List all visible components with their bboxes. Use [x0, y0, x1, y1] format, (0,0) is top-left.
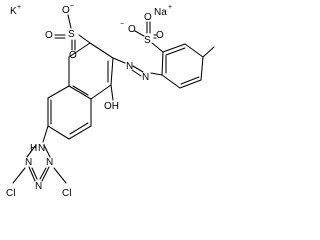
hydroxyl-label: OH — [104, 101, 119, 112]
sulfonate-2-o-a: O — [144, 12, 152, 23]
potassium-cation: K + — [10, 4, 21, 17]
sulfonate-1-o-b: O — [69, 50, 77, 61]
azo-group: N N — [112, 57, 163, 83]
amine-n: N — [38, 143, 45, 154]
sulfonate-2-o-b: O — [156, 30, 164, 41]
azo-n-1: N — [126, 61, 133, 72]
sulfonate-2-o-minus: O — [128, 24, 136, 35]
sulfonate-group-1: O − S O O — [45, 3, 91, 61]
sodium-cation: Na + — [154, 4, 172, 18]
sulfonate-2-s: S — [144, 35, 151, 46]
triazine-n-1: N — [25, 157, 32, 168]
sulfonate-2-minus: − — [120, 21, 124, 28]
potassium-charge: + — [17, 4, 21, 11]
naphthalene — [47, 42, 114, 140]
potassium-symbol: K — [10, 6, 17, 17]
chemical-structure: K + Na + O − S O O O − S O O — [6, 3, 215, 199]
triazine-n-3: N — [35, 181, 42, 192]
sulfonate-1-minus: − — [70, 3, 74, 10]
toluene-ring — [161, 43, 215, 89]
triazine-n-2: N — [46, 157, 53, 168]
sodium-symbol: Na — [154, 7, 167, 18]
chlorine-1: Cl — [6, 188, 15, 199]
sulfonate-1-o-minus: O — [62, 5, 70, 16]
sulfonate-1-s: S — [68, 29, 75, 40]
azo-n-2: N — [142, 72, 149, 83]
hydroxyl-group: OH — [104, 84, 119, 112]
sodium-charge: + — [168, 4, 172, 11]
chlorine-atoms: Cl Cl — [6, 188, 71, 199]
sulfonate-group-2: O − S O O — [120, 12, 164, 53]
triazine-ring: N N N — [12, 144, 67, 192]
sulfonate-1-o-a: O — [45, 30, 53, 41]
chlorine-2: Cl — [62, 188, 71, 199]
